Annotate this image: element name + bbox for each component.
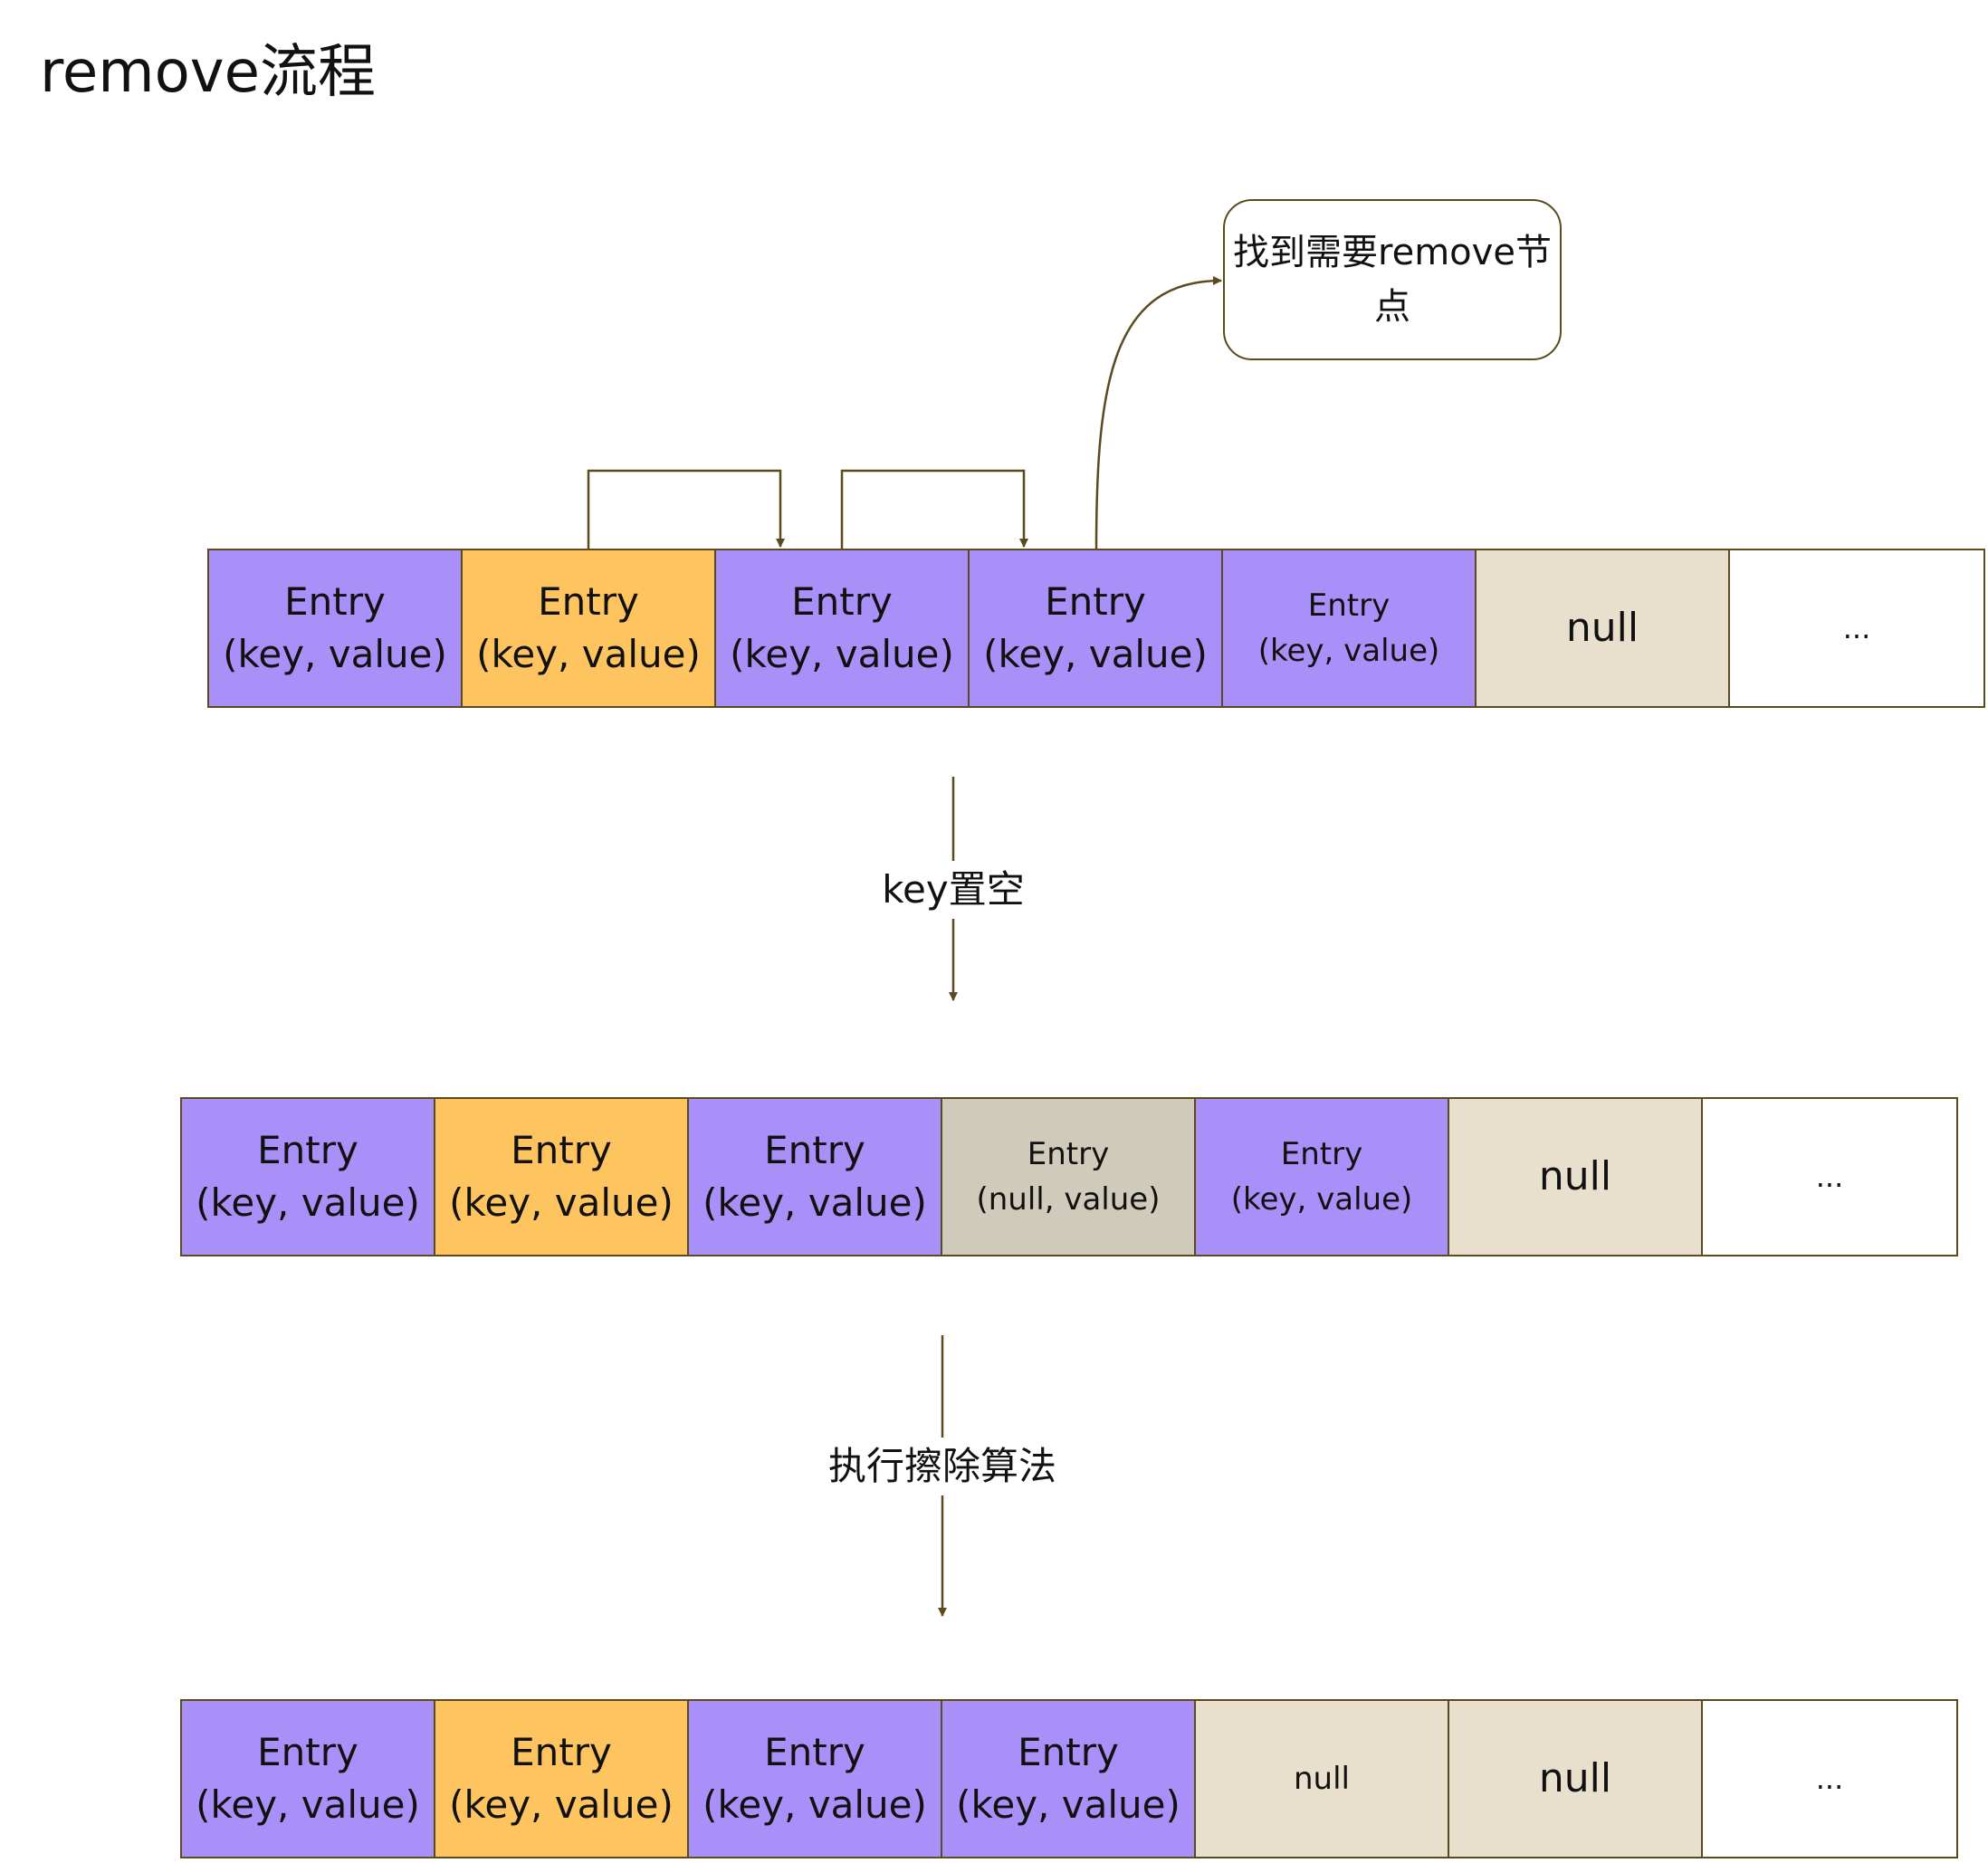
array-slot-0-1: Entry (key, value) (463, 550, 716, 706)
slot-label: null (1565, 605, 1639, 651)
array-slot-2-0: Entry (key, value) (182, 1701, 435, 1857)
slot-label: Entry (257, 1128, 358, 1172)
slot-label: Entry (511, 1730, 612, 1774)
array-slot-1-4: Entry (key, value) (1196, 1099, 1449, 1255)
table-row-key-nulled: Entry (key, value) Entry (key, value) Entry (… (180, 1097, 1958, 1256)
array-slot-2-6: ... (1703, 1701, 1956, 1857)
array-slot-0-3: Entry (key, value) (970, 550, 1223, 706)
slot-label: Entry (1307, 588, 1391, 624)
slot-label: Entry (1280, 1136, 1363, 1172)
slot-key-value: (key, value) (476, 632, 701, 676)
slot-label: ... (1815, 1762, 1844, 1796)
array-slot-2-1: Entry (key, value) (435, 1701, 689, 1857)
array-slot-0-4: Entry (key, value) (1223, 550, 1477, 706)
step-label-key-null: key置空 (880, 861, 1027, 919)
slot-label: Entry (1027, 1136, 1110, 1172)
diagram-title: remove流程 (40, 39, 377, 106)
slot-label: Entry (257, 1730, 358, 1774)
step-label-erase: 执行擦除算法 (826, 1438, 1059, 1495)
array-slot-2-5: null (1449, 1701, 1703, 1857)
slot-key-value: (key, value) (702, 1782, 927, 1827)
slot-key-value: (key, value) (449, 1180, 674, 1225)
slot-label: Entry (791, 579, 893, 624)
array-slot-1-3: Entry (null, value) (942, 1099, 1196, 1255)
slot-label: Entry (538, 579, 639, 624)
slot-label: Entry (1045, 579, 1146, 624)
slot-label: Entry (511, 1128, 612, 1172)
probe-arrow-1 (587, 469, 785, 549)
array-slot-0-5: null (1477, 550, 1730, 706)
array-slot-1-1: Entry (key, value) (435, 1099, 689, 1255)
slot-key-value: (key, value) (449, 1782, 674, 1827)
callout-found-node: 找到需要remove节点 (1223, 199, 1562, 360)
array-slot-1-2: Entry (key, value) (689, 1099, 942, 1255)
probe-arrow-2 (840, 469, 1028, 549)
slot-key-value: (key, value) (196, 1782, 420, 1827)
slot-label: Entry (284, 579, 386, 624)
slot-label: null (1538, 1153, 1612, 1199)
slot-key-value: (key, value) (196, 1180, 420, 1225)
array-slot-2-2: Entry (key, value) (689, 1701, 942, 1857)
array-slot-1-6: ... (1703, 1099, 1956, 1255)
slot-key-value: (key, value) (1257, 633, 1440, 669)
array-slot-2-3: Entry (key, value) (942, 1701, 1196, 1857)
array-slot-1-5: null (1449, 1099, 1703, 1255)
array-slot-0-2: Entry (key, value) (716, 550, 970, 706)
array-slot-1-0: Entry (key, value) (182, 1099, 435, 1255)
slot-label: Entry (764, 1128, 865, 1172)
slot-label: ... (1815, 1160, 1844, 1194)
slot-label: Entry (764, 1730, 865, 1774)
array-slot-0-0: Entry (key, value) (209, 550, 463, 706)
slot-label: Entry (1018, 1730, 1119, 1774)
slot-label: null (1538, 1755, 1612, 1801)
slot-label: null (1294, 1761, 1350, 1797)
table-row-initial: Entry (key, value) Entry (key, value) Entry (… (207, 549, 1985, 708)
slot-key-value: (key, value) (956, 1782, 1180, 1827)
slot-key-value: (key, value) (1230, 1181, 1413, 1218)
array-slot-2-4: null (1196, 1701, 1449, 1857)
slot-key-value: (key, value) (730, 632, 954, 676)
slot-key-value: (key, value) (702, 1180, 927, 1225)
slot-key-value: (null, value) (976, 1181, 1161, 1218)
slot-key-value: (key, value) (223, 632, 447, 676)
table-row-after-erase: Entry (key, value) Entry (key, value) Entry (… (180, 1699, 1958, 1858)
slot-key-value: (key, value) (983, 632, 1208, 676)
slot-label: ... (1842, 611, 1871, 645)
array-slot-0-6: ... (1730, 550, 1983, 706)
found-node-arrow (1094, 276, 1222, 549)
